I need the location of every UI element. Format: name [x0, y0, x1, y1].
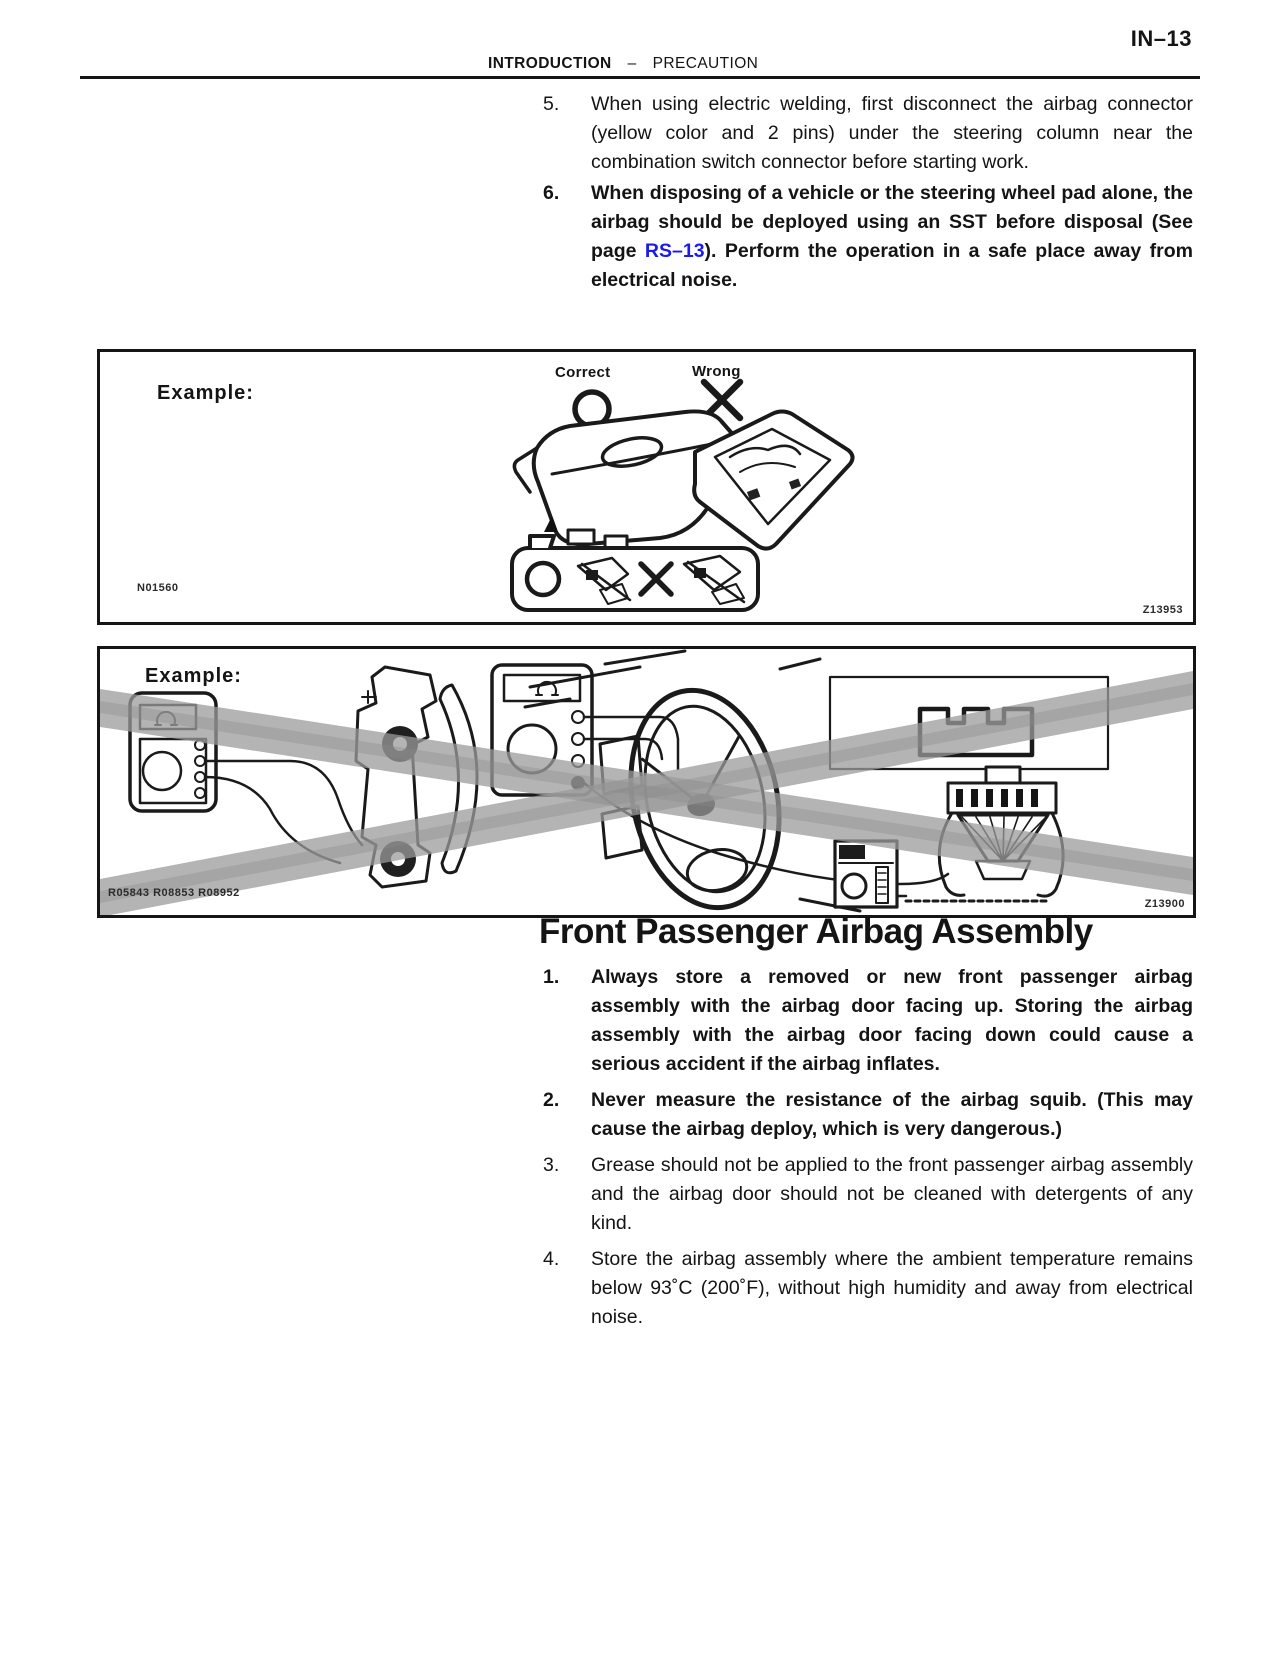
precaution-list: 5. When using electric welding, first di…: [543, 90, 1193, 297]
list-item-text: Store the airbag assembly where the ambi…: [591, 1248, 1193, 1328]
panel-correct-circle-icon: [524, 560, 562, 598]
storage-panel-drawing: [510, 516, 760, 612]
list-item-number: 5.: [543, 93, 560, 115]
wrong-label: Wrong: [692, 363, 741, 380]
prohibition-cross-icon: [100, 671, 1193, 915]
figure1-code-left: N01560: [137, 582, 179, 594]
ohm-symbol-icon: [535, 680, 559, 696]
figure1-example-label: Example:: [157, 382, 254, 404]
figure2-code-left: R05843 R08853 R08952: [108, 887, 240, 899]
list-item-2: 2. Never measure the resistance of the a…: [543, 1086, 1193, 1144]
list-item-1: 1. Always store a removed or new front p…: [543, 963, 1193, 1079]
section-title: Front Passenger Airbag Assembly: [539, 912, 1093, 951]
list-item-number: 6.: [543, 182, 560, 204]
passenger-airbag-list: 1. Always store a removed or new front p…: [543, 963, 1193, 1339]
figure2-code-right: Z13900: [1144, 898, 1185, 910]
header-separator: –: [627, 55, 637, 72]
arrow-up-icon: [544, 516, 558, 532]
list-item-number: 2.: [543, 1089, 560, 1111]
tester-box-drawing: [833, 839, 908, 909]
panel-wrong-cross-icon: [638, 561, 674, 597]
pad-face-up-drawing: [692, 409, 855, 551]
header-section-title: INTRODUCTION: [488, 55, 612, 72]
header-subsection-title: PRECAUTION: [652, 55, 759, 72]
list-item-text: When using electric welding, first disco…: [591, 93, 1193, 173]
running-header: INTRODUCTION–PRECAUTION: [488, 55, 758, 73]
header-rule: [80, 76, 1200, 79]
list-item-6: 6. When disposing of a vehicle or the st…: [543, 179, 1193, 295]
steering-pad-line-art: [510, 378, 855, 612]
list-item-text: Never measure the resistance of the airb…: [591, 1089, 1193, 1140]
list-item-text: When disposing of a vehicle or the steer…: [591, 179, 1193, 295]
list-item-text: Always store a removed or new front pass…: [591, 966, 1193, 1075]
no-measure-line-art: [100, 649, 1193, 915]
list-item-4: 4. Store the airbag assembly where the a…: [543, 1245, 1193, 1332]
figure1-code-right: Z13953: [1142, 604, 1183, 616]
list-item-number: 4.: [543, 1248, 560, 1270]
list-item-number: 1.: [543, 966, 560, 988]
item-text-after-link: ). Perform the operation in a safe place…: [591, 240, 1193, 291]
correct-label: Correct: [555, 364, 611, 381]
figure-no-resistance-measurement: Example: R05843 R08853 R08952 Z13900: [97, 646, 1196, 918]
item-text-before-link: When disposing of a vehicle or the steer…: [591, 182, 1193, 262]
list-item-number: 3.: [543, 1154, 560, 1176]
page-number: IN–13: [1130, 26, 1192, 51]
figure-steering-pad-storage: Example: Correct Wrong N01560 Z13953: [97, 349, 1196, 625]
list-item-3: 3. Grease should not be applied to the f…: [543, 1151, 1193, 1238]
list-item-5: 5. When using electric welding, first di…: [543, 90, 1193, 177]
figure2-example-label: Example:: [145, 665, 242, 687]
list-item-text: Grease should not be applied to the fron…: [591, 1154, 1193, 1234]
page-reference-link[interactable]: RS–13: [644, 240, 705, 262]
